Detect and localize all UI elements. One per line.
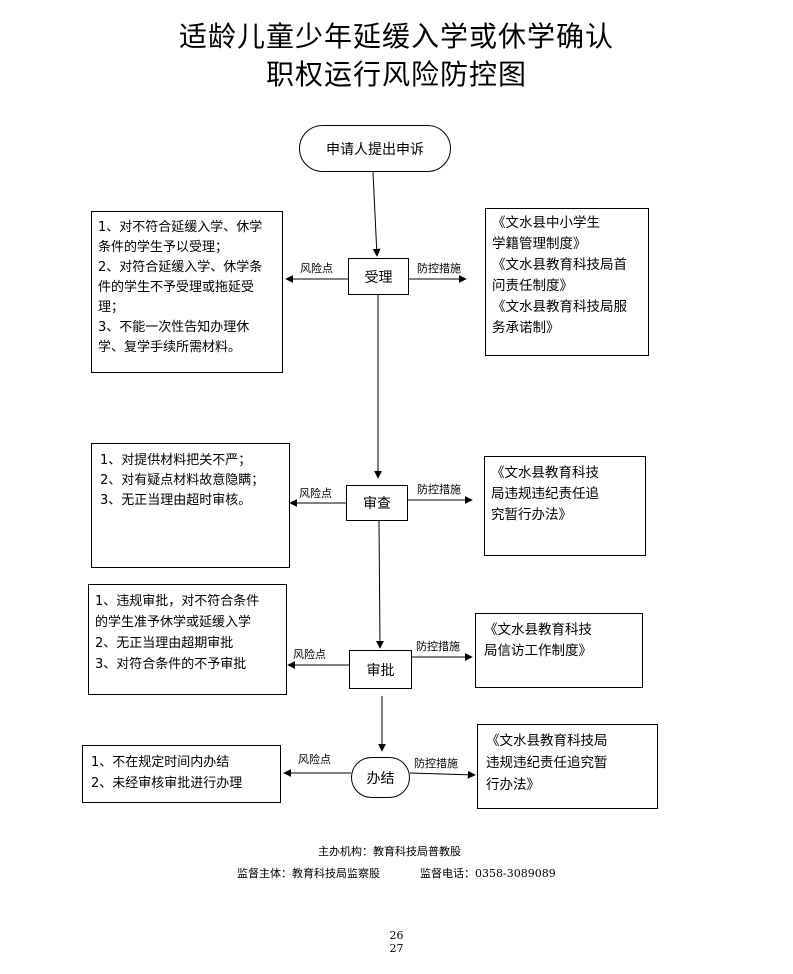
step-node-finish: 办结 [351, 757, 410, 798]
risk-box-finish: 1、不在规定时间内办结 2、未经审核审批进行办理 [82, 745, 281, 803]
step-node-label: 办结 [366, 770, 395, 787]
risk-label-accept: 风险点 [300, 262, 333, 275]
control-line: 究暂行办法》 [491, 507, 572, 523]
arrow-review-to-approve [375, 520, 384, 649]
risk-label-approve: 风险点 [293, 648, 326, 661]
control-box-finish: 《文水县教育科技局 违规违纪责任追究暂 行办法》 [477, 724, 658, 809]
footer-phone-number: 0358-3089089 [475, 867, 556, 880]
risk-line: 学、复学手续所需材料。 [98, 340, 242, 355]
risk-box-review: 1、对提供材料把关不严； 2、对有疑点材料故意隐瞒； 3、无正当理由超时审核。 [91, 443, 290, 568]
control-line: 违规违纪责任追究暂 [486, 755, 608, 771]
start-node-label: 申请人提出申诉 [326, 141, 424, 158]
risk-line: 件的学生不予受理或拖延受 [98, 280, 255, 295]
control-box-approve: 《文水县教育科技 局信访工作制度》 [475, 613, 643, 688]
risk-line: 2、对有疑点材料故意隐瞒； [100, 473, 265, 488]
page-title-line-1: 适龄儿童少年延缓入学或休学确认 [178, 20, 614, 53]
risk-box-accept: 1、对不符合延缓入学、休学 条件的学生予以受理； 2、对符合延缓入学、休学条 件… [91, 211, 283, 373]
risk-line: 理； [98, 300, 125, 315]
control-line: 《文水县教育科技 [484, 622, 592, 638]
risk-line: 的学生准予休学或延缓入学 [95, 615, 252, 630]
risk-line: 1、对不符合延缓入学、休学 [98, 220, 263, 235]
control-line: 务承诺制》 [492, 320, 560, 336]
risk-label-review: 风险点 [299, 487, 332, 500]
step-node-review: 审查 [346, 485, 408, 521]
start-node: 申请人提出申诉 [299, 125, 451, 172]
step-node-label: 审批 [366, 662, 395, 679]
control-label-approve: 防控措施 [416, 640, 460, 653]
control-line: 问责任制度》 [492, 278, 573, 294]
footer-supervisor: 监督主体：教育科技局监察股 [237, 867, 380, 880]
control-line: 行办法》 [486, 777, 540, 793]
step-node-label: 审查 [363, 496, 391, 512]
footer-organizer: 主办机构：教育科技局普教股 [318, 845, 461, 858]
control-line: 《文水县中小学生 [492, 215, 600, 231]
footer-phone: 监督电话：0358-3089089 [420, 866, 556, 882]
arrow-start-to-accept [372, 171, 381, 257]
control-line: 《文水县教育科技 [491, 465, 599, 481]
risk-line: 1、不在规定时间内办结 [91, 755, 230, 770]
step-node-approve: 审批 [349, 650, 412, 689]
control-line: 学籍管理制度》 [492, 236, 587, 252]
risk-label-finish: 风险点 [298, 753, 331, 766]
control-line: 《文水县教育科技局服 [492, 299, 627, 315]
risk-line: 2、对符合延缓入学、休学条 [98, 260, 263, 275]
risk-line: 1、对提供材料把关不严； [100, 453, 252, 468]
control-box-accept: 《文水县中小学生 学籍管理制度》 《文水县教育科技局首 问责任制度》 《文水县教… [485, 208, 649, 356]
control-line: 局违规违纪责任追 [491, 486, 599, 502]
page-number-1: 26 [389, 929, 404, 942]
risk-line: 3、不能一次性告知办理休 [98, 320, 250, 335]
control-line: 《文水县教育科技局 [486, 733, 608, 749]
risk-box-approve: 1、违规审批，对不符合条件 的学生准予休学或延缓入学 2、无正当理由超期审批 3… [88, 584, 287, 695]
control-label-accept: 防控措施 [417, 262, 461, 275]
risk-line: 3、无正当理由超时审核。 [100, 493, 252, 508]
control-line: 局信访工作制度》 [484, 643, 592, 659]
page-number-2: 27 [389, 942, 404, 955]
risk-line: 3、对符合条件的不予审批 [95, 657, 247, 672]
control-box-review: 《文水县教育科技 局违规违纪责任追 究暂行办法》 [484, 456, 646, 556]
control-line: 《文水县教育科技局首 [492, 257, 627, 273]
risk-line: 1、违规审批，对不符合条件 [95, 594, 260, 609]
step-node-accept: 受理 [348, 258, 409, 295]
footer-phone-label: 监督电话： [420, 867, 475, 880]
risk-line: 条件的学生予以受理； [98, 240, 229, 255]
control-label-finish: 防控措施 [414, 757, 458, 770]
risk-line: 2、未经审核审批进行办理 [91, 776, 243, 791]
risk-line: 2、无正当理由超期审批 [95, 636, 234, 651]
arrow-finish-control [409, 770, 476, 779]
control-label-review: 防控措施 [417, 483, 461, 496]
page-title-line-2: 职权运行风险防控图 [265, 58, 527, 91]
step-node-label: 受理 [364, 269, 393, 286]
